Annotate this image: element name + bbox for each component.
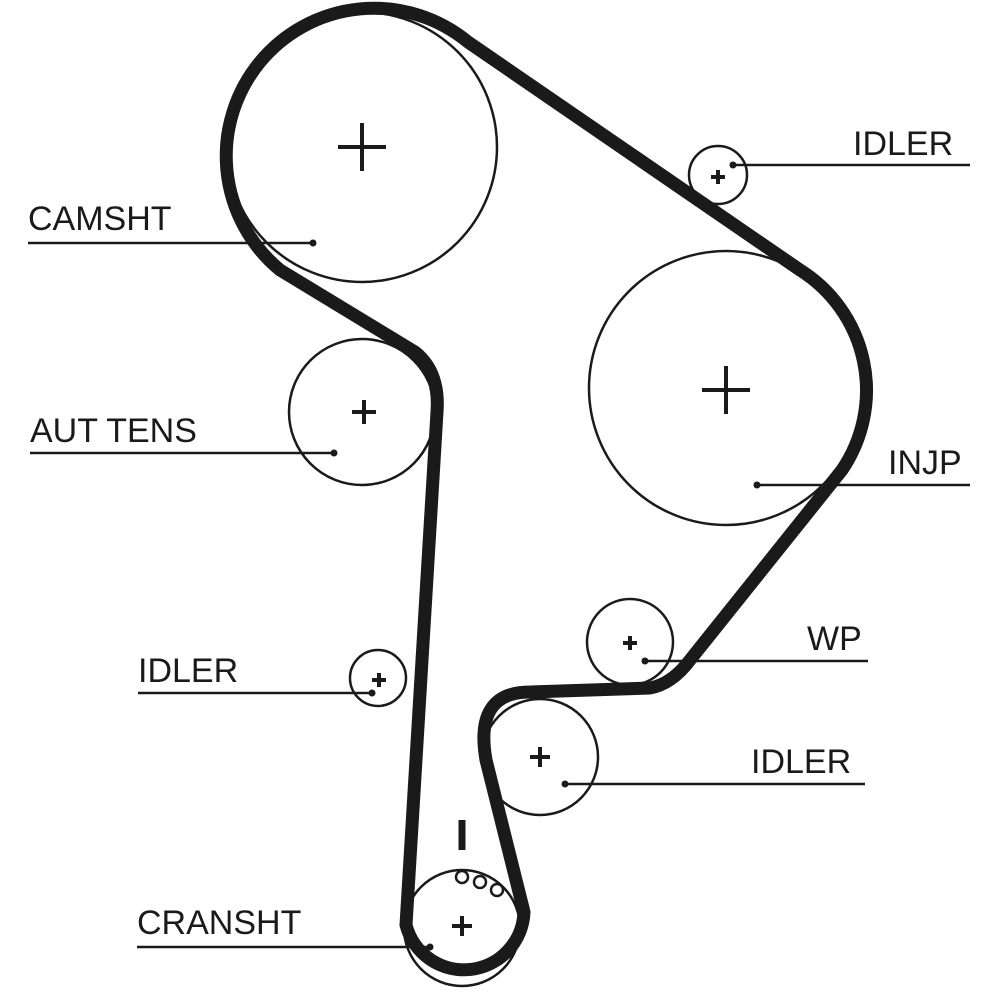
crankshaft-pulley <box>402 820 522 988</box>
label-injection-pump: INJP <box>888 444 962 482</box>
idler-lower-right-pulley <box>480 697 600 817</box>
leader-lines <box>28 161 970 951</box>
label-camshaft: CAMSHT <box>28 200 172 238</box>
label-crankshaft: CRANSHT <box>137 904 301 942</box>
label-idler-top-right: IDLER <box>853 125 953 163</box>
auto-tensioner-pulley <box>287 337 437 487</box>
injection-pump-pulley <box>587 249 865 527</box>
idler-left-pulley <box>348 648 408 708</box>
timing-belt <box>219 1 873 977</box>
label-water-pump: WP <box>807 620 862 658</box>
water-pump-pulley <box>585 597 675 687</box>
idler-top-right-pulley <box>687 144 749 206</box>
label-auto-tensioner: AUT TENS <box>30 412 197 450</box>
label-idler-left: IDLER <box>138 652 238 690</box>
label-idler-lower-right: IDLER <box>751 743 851 781</box>
camshaft-pulley <box>225 10 499 284</box>
